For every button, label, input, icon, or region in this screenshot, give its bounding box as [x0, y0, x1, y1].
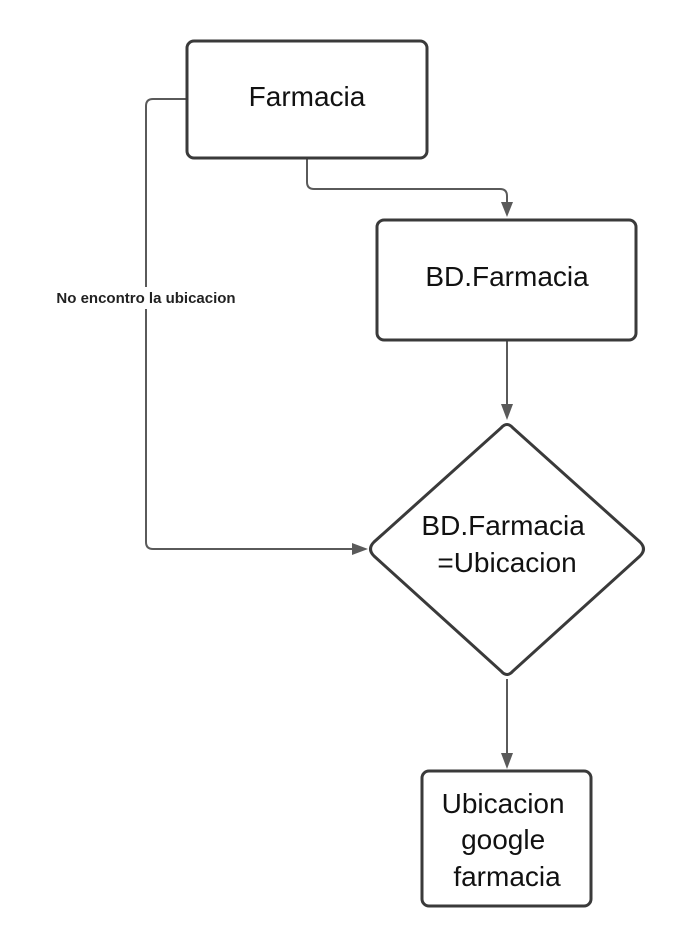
- node-bd-farmacia-box: [375, 218, 638, 342]
- node-ubicacion-google-line-2: google: [461, 824, 545, 855]
- node-farmacia-box: [185, 39, 429, 160]
- node-bd-farmacia[interactable]: BD.Farmacia: [375, 218, 638, 342]
- edge-label-background: [36, 287, 258, 309]
- arrowhead-to-decision: [501, 404, 513, 420]
- connector-not-found: [145, 98, 356, 550]
- node-ubicacion-google[interactable]: Ubicacion google farmacia: [420, 769, 593, 908]
- arrowhead-to-ubicacion: [501, 753, 513, 769]
- node-bd-farmacia-label: BD.Farmacia: [425, 261, 589, 292]
- node-ubicacion-google-label: Ubicacion google farmacia: [442, 788, 573, 892]
- connector-farmacia-to-bd-farmacia: [306, 158, 508, 206]
- node-decision-label: BD.Farmacia =Ubicacion: [421, 510, 592, 578]
- node-farmacia[interactable]: Farmacia: [185, 39, 429, 160]
- node-farmacia-label: Farmacia: [249, 81, 366, 112]
- connectors: [145, 98, 513, 769]
- node-ubicacion-google-line-1: Ubicacion: [442, 788, 565, 819]
- node-decision-line-1: BD.Farmacia: [421, 510, 585, 541]
- node-ubicacion-google-line-3: farmacia: [453, 861, 561, 892]
- arrowhead-to-bd-farmacia: [501, 202, 513, 217]
- arrowhead-not-found: [352, 543, 368, 555]
- node-ubicacion-google-box: [420, 769, 593, 908]
- node-decision-diamond: [369, 423, 645, 676]
- node-decision[interactable]: BD.Farmacia =Ubicacion: [369, 423, 645, 676]
- node-decision-line-2: =Ubicacion: [437, 547, 576, 578]
- edge-label-not-found-text: No encontro la ubicacion: [56, 290, 235, 307]
- edge-label-not-found: No encontro la ubicacion: [36, 287, 258, 309]
